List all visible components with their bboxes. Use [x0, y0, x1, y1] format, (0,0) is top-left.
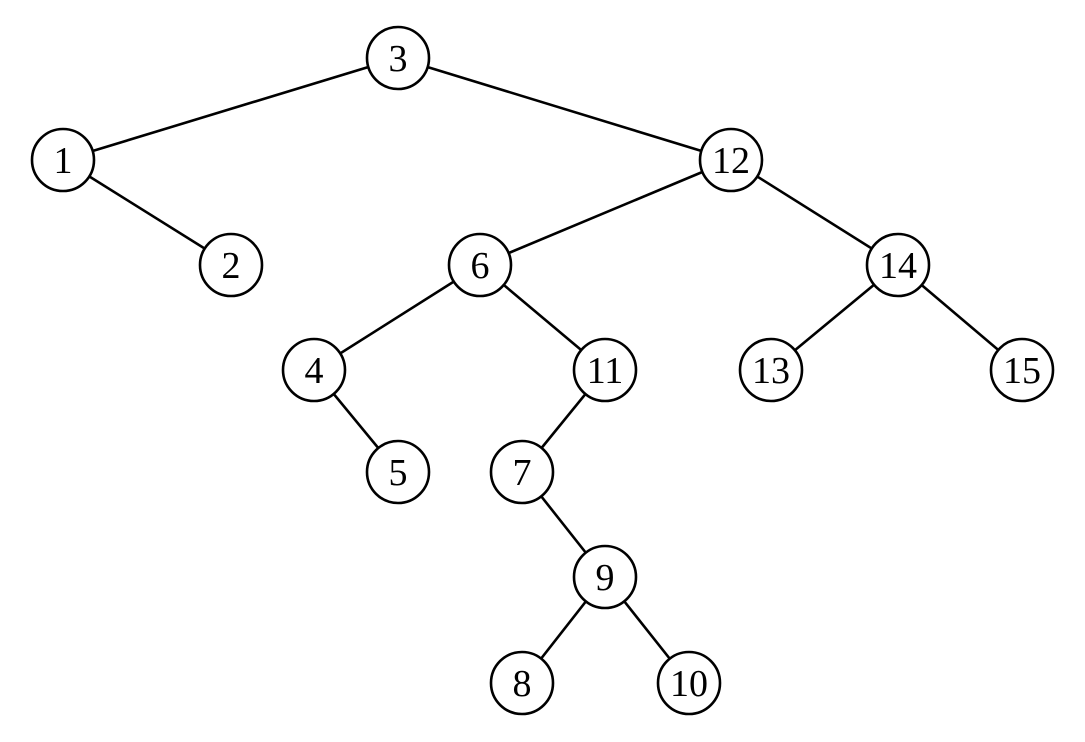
tree-node-3: 3 — [365, 25, 431, 91]
tree-edge-12-14 — [730, 158, 899, 267]
node-circle — [698, 127, 764, 193]
edges-layer — [62, 56, 1023, 684]
node-label: 9 — [596, 557, 615, 599]
tree-node-9: 9 — [572, 544, 638, 610]
tree-edge-12-6 — [479, 158, 732, 267]
node-circle — [198, 232, 264, 298]
tree-edge-3-12 — [397, 56, 732, 162]
node-circle — [656, 650, 722, 716]
tree-node-7: 7 — [489, 439, 555, 505]
node-label: 14 — [879, 245, 917, 287]
node-label: 8 — [513, 663, 532, 705]
node-label: 11 — [587, 350, 624, 392]
node-circle — [365, 439, 431, 505]
node-label: 7 — [513, 452, 532, 494]
tree-node-10: 10 — [656, 650, 722, 716]
tree-edge-3-1 — [62, 56, 399, 162]
tree-node-6: 6 — [447, 232, 513, 298]
tree-node-5: 5 — [365, 439, 431, 505]
node-circle — [447, 232, 513, 298]
node-circle — [281, 337, 347, 403]
node-label: 12 — [712, 140, 750, 182]
node-circle — [489, 439, 555, 505]
node-label: 4 — [305, 350, 324, 392]
node-circle — [30, 127, 96, 193]
node-label: 10 — [670, 663, 708, 705]
tree-node-8: 8 — [489, 650, 555, 716]
tree-node-2: 2 — [198, 232, 264, 298]
tree-edge-6-4 — [313, 263, 481, 372]
tree-node-14: 14 — [865, 232, 931, 298]
node-circle — [572, 544, 638, 610]
node-label: 13 — [752, 350, 790, 392]
node-label: 6 — [471, 245, 490, 287]
tree-node-12: 12 — [698, 127, 764, 193]
node-label: 1 — [54, 140, 73, 182]
node-circle — [738, 337, 804, 403]
node-circle — [989, 337, 1055, 403]
node-label: 3 — [389, 38, 408, 80]
node-circle — [865, 232, 931, 298]
tree-node-13: 13 — [738, 337, 804, 403]
tree-edge-1-2 — [62, 158, 232, 267]
tree-node-4: 4 — [281, 337, 347, 403]
node-label: 15 — [1003, 350, 1041, 392]
node-circle — [489, 650, 555, 716]
node-circle — [572, 337, 638, 403]
tree-node-15: 15 — [989, 337, 1055, 403]
node-label: 5 — [389, 452, 408, 494]
tree-node-1: 1 — [30, 127, 96, 193]
node-circle — [365, 25, 431, 91]
node-label: 2 — [222, 245, 241, 287]
tree-node-11: 11 — [572, 337, 638, 403]
